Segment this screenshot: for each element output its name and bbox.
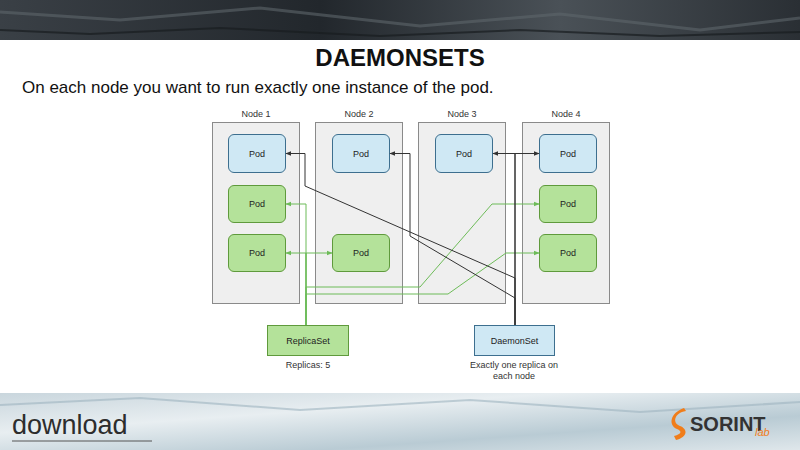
node-label: ReplicaSet (286, 336, 330, 346)
worker-node: Node 4PodPodPod (522, 122, 610, 304)
top-banner (0, 0, 800, 40)
daemonset-note: Exactly one replica on each node (466, 360, 562, 382)
worker-node: Node 2PodPod (315, 122, 403, 304)
node-label: Pod (249, 199, 265, 209)
node-heading: Node 2 (316, 109, 402, 119)
logo-text: download (12, 409, 172, 441)
logo-underline (12, 441, 152, 442)
daemonset-box: DaemonSet (474, 325, 555, 356)
replicaset-box: ReplicaSet (267, 325, 349, 356)
node-label: Pod (560, 199, 576, 209)
node-heading: Node 4 (523, 109, 609, 119)
replica-pod: Pod (539, 185, 597, 223)
node-label: Pod (456, 149, 472, 159)
replica-pod: Pod (228, 234, 286, 272)
replica-count: Replicas: 5 (258, 360, 358, 371)
node-label: Pod (249, 248, 265, 258)
daemon-pod: Pod (539, 134, 597, 173)
subtitle: On each node you want to run exactly one… (22, 78, 622, 98)
daemon-pod: Pod (435, 134, 493, 173)
slide-title: DAEMONSETS (0, 44, 800, 72)
node-label: DaemonSet (491, 336, 539, 346)
logo-text: lab (755, 426, 785, 439)
node-label: Pod (353, 248, 369, 258)
replica-pod: Pod (539, 234, 597, 272)
banner-texture (0, 8, 800, 30)
node-label: Pod (249, 149, 265, 159)
daemon-pod: Pod (228, 134, 286, 173)
node-label: Pod (560, 149, 576, 159)
node-heading: Node 1 (213, 109, 299, 119)
replica-pod: Pod (332, 234, 390, 272)
node-label: Pod (560, 248, 576, 258)
bottom-banner (0, 393, 800, 450)
node-label: Pod (353, 149, 369, 159)
daemon-pod: Pod (332, 134, 390, 173)
worker-node: Node 1PodPodPod (212, 122, 300, 304)
replica-pod: Pod (228, 185, 286, 223)
logo-mark (672, 408, 686, 440)
node-heading: Node 3 (419, 109, 505, 119)
worker-node: Node 3Pod (418, 122, 506, 304)
banner-texture (0, 28, 800, 36)
